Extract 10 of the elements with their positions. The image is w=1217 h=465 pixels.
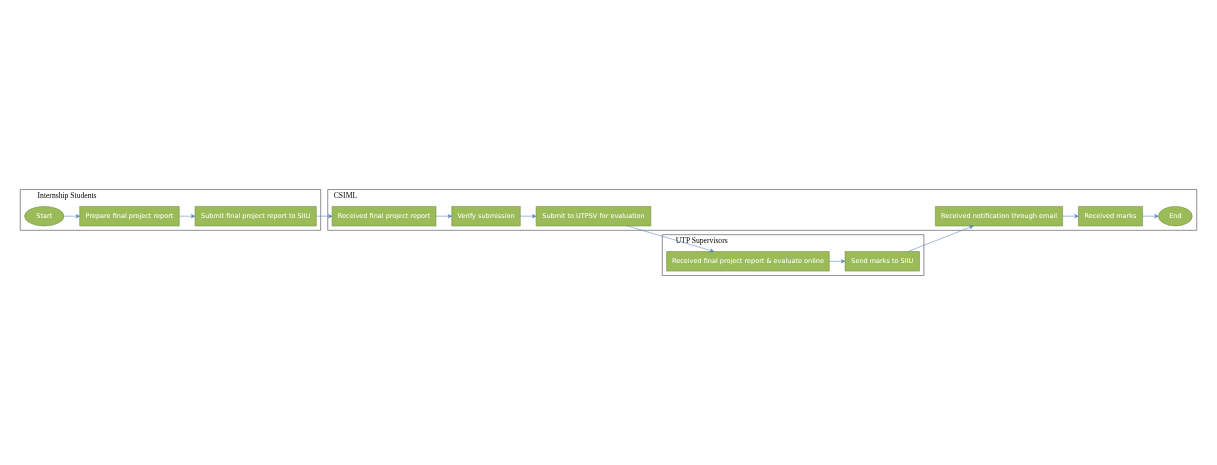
arrow: [1062, 214, 1079, 219]
arrow: [1142, 214, 1159, 219]
arrow: [435, 214, 452, 219]
arrow: [316, 214, 333, 219]
arrow: [829, 259, 846, 264]
arrow: [179, 214, 196, 219]
arrow: [627, 225, 715, 253]
arrow: [520, 214, 537, 219]
arrow: [63, 214, 80, 219]
arrow: [907, 225, 974, 252]
